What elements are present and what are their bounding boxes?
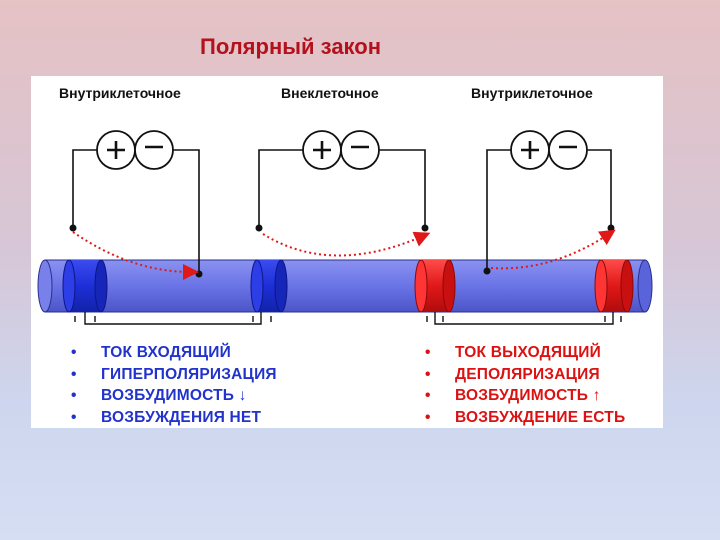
current-arrow-between [262, 231, 431, 257]
list-item: •ВОЗБУЖДЕНИЯ НЕТ [71, 408, 262, 426]
bracket-left [84, 312, 262, 325]
page-title: Полярный закон [200, 34, 381, 59]
hyperpolarization-band-2 [250, 259, 288, 313]
current-arrow-inward [72, 231, 199, 280]
axon [37, 259, 653, 313]
list-item: •ГИПЕРПОЛЯРИЗАЦИЯ [71, 365, 277, 383]
bracket-right [434, 312, 614, 325]
electrodes [69, 224, 615, 278]
region-label-intracellular-left: Внутриклеточное [59, 85, 181, 101]
effect-brackets [74, 312, 622, 325]
diagram-drawing [37, 130, 653, 325]
current-arrow-outward [490, 229, 616, 270]
list-item: •ВОЗБУДИМОСТЬ ↑ [425, 387, 601, 404]
depolarization-band-1 [414, 259, 456, 313]
list-item: •ТОК ВЫХОДЯЩИЙ [425, 344, 601, 361]
polar-law-diagram: Внутриклеточное Внеклеточное Внутриклето… [31, 76, 663, 428]
hyperpolarization-band-1 [62, 259, 108, 313]
region-label-extracellular: Внеклеточное [281, 85, 379, 101]
battery-3 [510, 130, 588, 170]
hyperpolarization-effects-list: •ТОК ВХОДЯЩИЙ •ГИПЕРПОЛЯРИЗАЦИЯ •ВОЗБУДИ… [71, 342, 277, 428]
list-item: •ДЕПОЛЯРИЗАЦИЯ [425, 365, 600, 383]
circuit-wires [72, 149, 612, 274]
battery-1 [96, 130, 174, 170]
list-item: •ТОК ВХОДЯЩИЙ [71, 344, 231, 361]
depolarization-effects-list: •ТОК ВЫХОДЯЩИЙ •ДЕПОЛЯРИЗАЦИЯ •ВОЗБУДИМО… [425, 342, 625, 428]
list-item: •ВОЗБУЖДЕНИЕ ЕСТЬ [425, 408, 626, 426]
depolarization-band-2 [594, 259, 634, 313]
battery-2 [302, 130, 380, 170]
current-arrows [72, 229, 616, 280]
region-label-intracellular-right: Внутриклеточное [471, 85, 593, 101]
list-item: •ВОЗБУДИМОСТЬ ↓ [71, 387, 247, 404]
